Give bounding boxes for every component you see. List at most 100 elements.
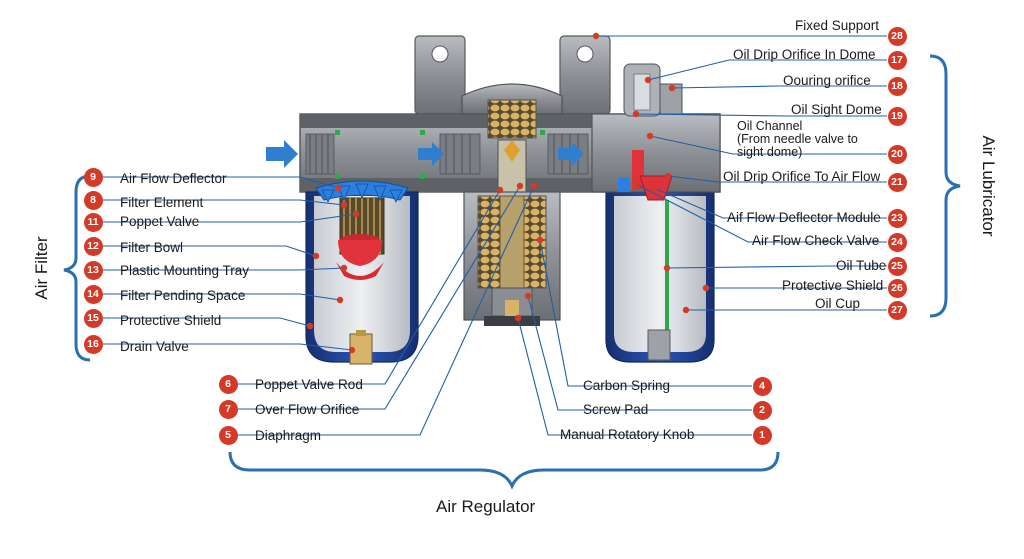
part-label-oil-tube: Oil Tube bbox=[836, 258, 887, 273]
leader-dot-25 bbox=[663, 264, 671, 272]
callout-badge-4: 4 bbox=[752, 376, 772, 396]
leader-dot-1 bbox=[514, 314, 522, 322]
part-label-aif-flow-deflector-module: Aif Flow Deflector Module bbox=[727, 210, 881, 225]
leader-line-15 bbox=[103, 317, 311, 327]
part-label-poppet-valve-rod: Poppet Valve Rod bbox=[255, 377, 363, 392]
leader-dot-16 bbox=[348, 346, 356, 354]
leader-line-5 bbox=[238, 185, 535, 436]
callout-badge-19: 19 bbox=[887, 106, 907, 126]
leader-line-21 bbox=[667, 175, 887, 183]
part-label-over-flow-orifice: Over Flow Orifice bbox=[255, 402, 360, 417]
leader-line-11 bbox=[103, 213, 357, 223]
leader-dot-17 bbox=[644, 76, 652, 84]
leader-line-2 bbox=[527, 295, 752, 411]
part-label-filter-element: Filter Element bbox=[120, 195, 204, 210]
part-label-air-flow-check-valve: Air Flow Check Valve bbox=[752, 233, 880, 248]
part-label-protective-shield: Protective Shield bbox=[782, 278, 884, 293]
leader-dots bbox=[306, 32, 710, 354]
callout-badge-24: 24 bbox=[887, 232, 907, 252]
leader-dot-2 bbox=[524, 292, 532, 300]
group-title-air-lubricator: Air Lubricator bbox=[979, 135, 998, 237]
leader-dot-8 bbox=[340, 201, 348, 209]
leader-dot-27 bbox=[682, 306, 690, 314]
part-label-plastic-mounting-tray: Plastic Mounting Tray bbox=[120, 263, 250, 278]
part-label-screw-pad: Screw Pad bbox=[583, 402, 649, 417]
leader-line-14 bbox=[103, 293, 341, 301]
leader-line-20 bbox=[649, 135, 887, 155]
leader-line-24 bbox=[635, 183, 887, 243]
leader-dot-23 bbox=[650, 184, 658, 192]
leader-line-23 bbox=[653, 187, 887, 219]
callout-badge-12: 12 bbox=[83, 236, 103, 256]
callout-badge-11: 11 bbox=[83, 212, 103, 232]
unit-illustration bbox=[266, 35, 721, 365]
callout-badge-5: 5 bbox=[218, 425, 238, 445]
part-label-diaphragm: Diaphragm bbox=[255, 428, 322, 443]
callout-badge-1: 1 bbox=[752, 425, 772, 445]
leader-line-19 bbox=[635, 113, 887, 117]
leader-line-4 bbox=[539, 239, 752, 387]
leader-dot-11 bbox=[352, 210, 360, 218]
part-label-poppet-valve: Poppet Valve bbox=[120, 214, 200, 229]
part-label-oil-cup: Oil Cup bbox=[815, 296, 861, 311]
callout-badge-20: 20 bbox=[887, 144, 907, 164]
callout-badge-25: 25 bbox=[887, 256, 907, 276]
callout-badge-21: 21 bbox=[887, 172, 907, 192]
leader-dot-28 bbox=[592, 32, 600, 40]
leader-dot-19 bbox=[632, 110, 640, 118]
callout-badge-26: 26 bbox=[887, 278, 907, 298]
part-label-oil-channel: Oil Channel (From needle valve to sight … bbox=[737, 119, 858, 159]
callout-badge-16: 16 bbox=[83, 334, 103, 354]
group-brackets bbox=[63, 54, 961, 490]
leader-line-12 bbox=[103, 245, 317, 257]
part-label-oouring-orifice: Oouring orifice bbox=[783, 73, 871, 88]
leader-dot-4 bbox=[536, 236, 544, 244]
callout-badge-2: 2 bbox=[752, 400, 772, 420]
part-label-oil-drip-orifice-in-dome: Oil Drip Orifice In Dome bbox=[733, 47, 876, 62]
part-label-protective-shield: Protective Shield bbox=[120, 313, 222, 328]
leader-dot-12 bbox=[312, 252, 320, 260]
part-label-drain-valve: Drain Valve bbox=[120, 339, 189, 354]
leader-line-13 bbox=[103, 267, 345, 271]
callout-badge-9: 9 bbox=[83, 167, 103, 187]
callout-badge-27: 27 bbox=[887, 300, 907, 320]
leader-line-25 bbox=[666, 265, 887, 269]
callout-badge-23: 23 bbox=[887, 208, 907, 228]
leader-line-18 bbox=[671, 85, 887, 89]
leader-dot-14 bbox=[336, 296, 344, 304]
leader-line-6 bbox=[238, 189, 501, 385]
part-label-air-flow-deflector: Air Flow Deflector bbox=[120, 171, 227, 186]
group-title-air-filter: Air Filter bbox=[32, 236, 51, 300]
leader-dot-24 bbox=[632, 180, 640, 188]
callout-badge-6: 6 bbox=[218, 374, 238, 394]
part-label-oil-drip-orifice-to-air-flow: Oil Drip Orifice To Air Flow bbox=[723, 169, 881, 184]
leader-line-8 bbox=[103, 199, 345, 206]
part-label-oil-sight-dome: Oil Sight Dome bbox=[791, 102, 882, 117]
leader-lines bbox=[103, 35, 887, 436]
leader-dot-15 bbox=[306, 322, 314, 330]
callout-badge-17: 17 bbox=[887, 50, 907, 70]
leader-dot-18 bbox=[668, 84, 676, 92]
callout-badge-7: 7 bbox=[218, 399, 238, 419]
leader-dot-20 bbox=[646, 132, 654, 140]
leader-line-1 bbox=[517, 317, 752, 436]
callout-badge-28: 28 bbox=[887, 26, 907, 46]
leader-line-9 bbox=[103, 176, 339, 189]
leader-dot-13 bbox=[340, 264, 348, 272]
leader-dot-9 bbox=[334, 184, 342, 192]
group-title-air-regulator: Air Regulator bbox=[436, 497, 536, 516]
part-label-filter-pending-space: Filter Pending Space bbox=[120, 288, 246, 303]
part-label-carbon-spring: Carbon Spring bbox=[583, 378, 671, 393]
callout-badge-15: 15 bbox=[83, 308, 103, 328]
leader-dot-21 bbox=[664, 172, 672, 180]
leader-line-7 bbox=[238, 185, 521, 410]
leader-line-17 bbox=[647, 59, 887, 81]
leader-dot-7 bbox=[516, 182, 524, 190]
callout-badge-14: 14 bbox=[83, 284, 103, 304]
leader-line-16 bbox=[103, 343, 353, 351]
leader-dot-5 bbox=[530, 182, 538, 190]
part-label-filter-bowl: Filter Bowl bbox=[120, 240, 184, 255]
callout-badge-13: 13 bbox=[83, 260, 103, 280]
leader-dot-26 bbox=[702, 284, 710, 292]
